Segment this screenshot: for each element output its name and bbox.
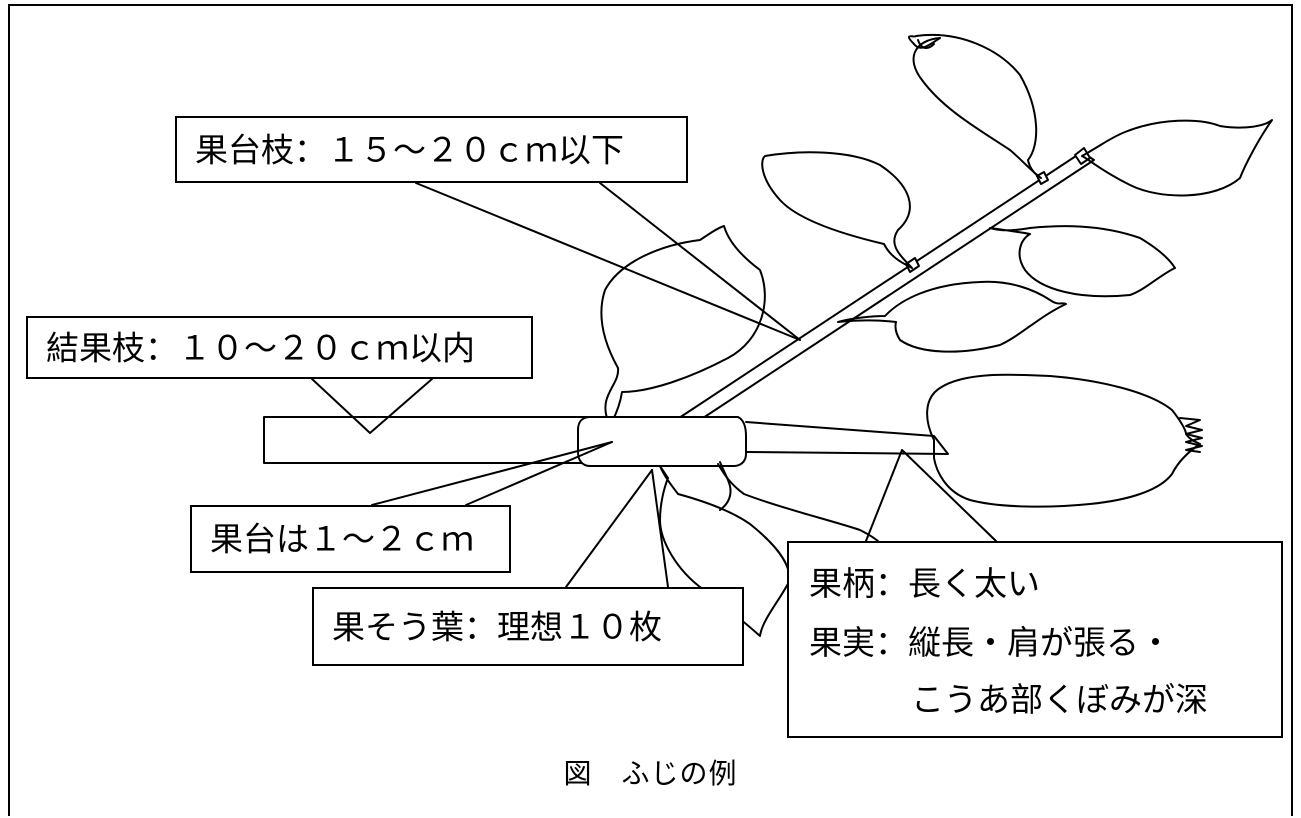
figure-caption: 図 ふじの例 [563, 757, 738, 790]
label-spur-leaves: 果そう葉：理想１０枚 [312, 587, 744, 666]
label-fruiting-shoot: 結果枝：１０～２０ｃｍ以内 [26, 316, 533, 379]
leader-kekkashi [311, 378, 433, 434]
label-fruiting-shoot-text: 結果枝：１０～２０ｃｍ以内 [46, 328, 475, 367]
leader-kadaishi-2 [599, 182, 801, 341]
leader-kahei-2 [901, 449, 997, 542]
leaf-top-center [908, 34, 1042, 179]
leader-kasoyo-1 [565, 469, 653, 588]
label-bourse: 果台は１～２ｃｍ [190, 505, 511, 573]
label-peduncle-text: 果柄：長く太い [809, 564, 1040, 603]
branch-bourse-shoot [675, 151, 1095, 421]
leader-kadai-2 [465, 441, 613, 506]
leader-kadaishi-1 [415, 182, 801, 341]
leaf-lower-left-2 [719, 461, 732, 511]
leaf-lower-right [837, 280, 1067, 353]
leader-kadai-1 [371, 441, 613, 506]
label-spur-leaves-text: 果そう葉：理想１０枚 [332, 607, 662, 646]
figure-frame [8, 4, 1293, 816]
leaf-upper-right [1081, 119, 1273, 197]
leaf-lower-right-hidden [717, 463, 887, 553]
peduncle [745, 421, 949, 455]
label-fruit-text-continued: こうあ部くぼみが深 [911, 680, 1208, 719]
branch-fruiting-shoot [263, 416, 585, 464]
leaf-top-tip [917, 39, 935, 49]
bourse-node-2 [1036, 171, 1049, 185]
leaf-left-upper [600, 225, 766, 423]
apple-fruit [926, 373, 1201, 508]
leaf-middle-right [989, 225, 1176, 298]
label-fruit-text: 果実：縦長・肩が張る・ [809, 623, 1172, 662]
bourse-node-3 [905, 257, 920, 273]
bourse-base [577, 416, 747, 467]
label-bourse-shoot: 果台枝：１５～２０ｃｍ以下 [175, 116, 688, 183]
label-bourse-text: 果台は１～２ｃｍ [210, 519, 474, 559]
leader-kasoyo-2 [651, 469, 669, 588]
label-bourse-shoot-text: 果台枝：１５～２０ｃｍ以下 [195, 130, 624, 169]
label-fruit-description: 果柄：長く太い 果実：縦長・肩が張る・ こうあ部くぼみが深 [787, 541, 1283, 738]
apple-calyx [1179, 417, 1203, 453]
leader-kahei-1 [865, 449, 903, 542]
leaf-upper-left [761, 151, 913, 269]
